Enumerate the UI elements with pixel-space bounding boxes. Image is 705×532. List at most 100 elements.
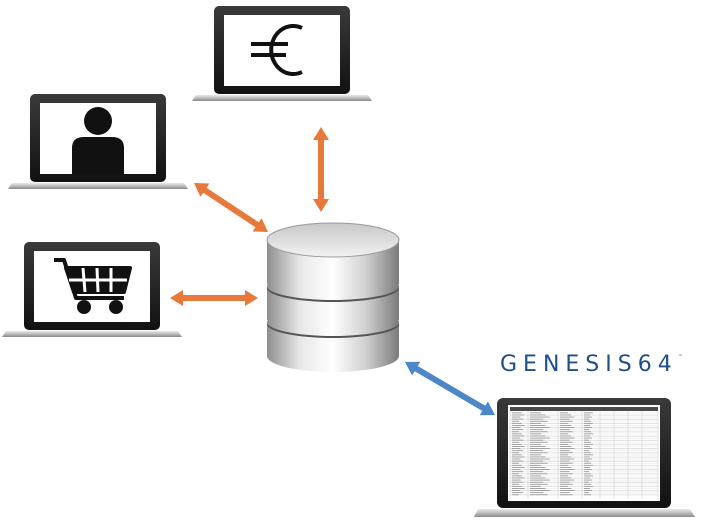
spreadsheet-cell-mark <box>584 467 590 468</box>
laptop-base <box>474 509 695 517</box>
spreadsheet-cell-mark <box>530 471 544 473</box>
spreadsheet-cell-mark <box>560 454 568 456</box>
person-icon <box>72 107 124 174</box>
spreadsheet-cell-mark <box>512 452 519 454</box>
spreadsheet-cell-mark <box>560 490 575 491</box>
spreadsheet-cell-mark <box>512 425 525 426</box>
spreadsheet-cell-mark <box>584 437 592 439</box>
spreadsheet-cell-mark <box>530 425 546 426</box>
spreadsheet-cell-mark <box>584 431 591 433</box>
spreadsheet-cell-mark <box>530 488 546 489</box>
spreadsheet-cell-mark <box>584 427 592 428</box>
spreadsheet-cell-mark <box>560 475 568 477</box>
spreadsheet-cell-mark <box>584 448 592 449</box>
spreadsheet-cell-mark <box>530 452 548 454</box>
spreadsheet-cell-mark <box>512 485 522 487</box>
spreadsheet-cell-mark <box>584 462 591 464</box>
spreadsheet-cell-mark <box>584 441 591 443</box>
spreadsheet-cell-mark <box>530 467 546 468</box>
spreadsheet-cell-mark <box>584 473 591 475</box>
laptop-cart <box>2 242 182 337</box>
spreadsheet-cell-mark <box>530 475 541 477</box>
spreadsheet-cell-mark <box>584 452 591 454</box>
spreadsheet-cell-mark <box>512 481 524 483</box>
spreadsheet-cell-mark <box>584 471 589 473</box>
spreadsheet-header <box>510 407 658 411</box>
spreadsheet-cell-mark <box>512 446 525 447</box>
spreadsheet-cell-mark <box>584 418 589 420</box>
spreadsheet-cell-mark <box>584 481 589 483</box>
spreadsheet-cell-mark <box>530 464 541 466</box>
spreadsheet-cell-mark <box>584 483 591 485</box>
spreadsheet-cell-mark <box>584 450 589 452</box>
spreadsheet-cell-mark <box>530 435 546 437</box>
spreadsheet-cell-mark <box>560 452 573 454</box>
spreadsheet-cell-mark <box>584 494 591 496</box>
spreadsheet-cell-mark <box>512 494 519 496</box>
spreadsheet-cell-mark <box>560 443 568 445</box>
spreadsheet-cell-mark <box>584 477 590 479</box>
spreadsheet-cell-mark <box>512 475 522 477</box>
spreadsheet-cell-mark <box>584 443 593 445</box>
spreadsheet-cell-mark <box>560 481 570 483</box>
spreadsheet-cell-mark <box>584 458 592 460</box>
spreadsheet-cell-mark <box>512 454 522 456</box>
spreadsheet-cell-mark <box>530 460 544 462</box>
laptop-spreadsheet <box>474 398 695 517</box>
spreadsheet-cell-mark <box>560 431 573 433</box>
spreadsheet-cell-mark <box>512 422 522 424</box>
spreadsheet-cell-mark <box>530 448 550 449</box>
spreadsheet-cell-mark <box>530 443 541 445</box>
spreadsheet-cell-mark <box>530 420 548 422</box>
spreadsheet-cell-mark <box>530 479 550 481</box>
spreadsheet-cell-mark <box>512 469 521 470</box>
spreadsheet-cell-mark <box>512 460 524 462</box>
spreadsheet-cell-mark <box>530 454 541 456</box>
spreadsheet-cell-mark <box>584 469 592 470</box>
spreadsheet-cell-mark <box>512 462 519 464</box>
database-icon <box>266 222 400 372</box>
spreadsheet-cell-mark <box>512 471 524 473</box>
spreadsheet-cell-mark <box>530 427 550 428</box>
spreadsheet-cell-mark <box>512 488 525 489</box>
spreadsheet-cell-mark <box>530 494 548 496</box>
spreadsheet-cell-mark <box>584 490 592 491</box>
spreadsheet-cell-mark <box>530 462 548 464</box>
spreadsheet-cell-mark <box>560 448 575 449</box>
brand-name: GENESIS64 <box>500 352 678 377</box>
spreadsheet-cell-mark <box>530 458 550 460</box>
spreadsheet-cell-mark <box>512 435 525 437</box>
spreadsheet-cell-mark <box>560 467 572 468</box>
spreadsheet-cell-mark <box>512 420 519 422</box>
spreadsheet-cell-mark <box>512 450 524 452</box>
spreadsheet-cell-mark <box>512 448 521 449</box>
spreadsheet-cell-mark <box>584 485 593 487</box>
spreadsheet-cell-mark <box>560 450 570 452</box>
spreadsheet-cell-mark <box>560 488 572 489</box>
spreadsheet-cell-mark <box>584 488 590 489</box>
spreadsheet-cell-mark <box>512 439 524 441</box>
arrows <box>170 127 495 416</box>
spreadsheet-cell-mark <box>530 422 541 424</box>
spreadsheet-cell-mark <box>560 427 575 428</box>
arrow-person-database <box>194 183 268 232</box>
spreadsheet-cell-mark <box>560 425 572 426</box>
spreadsheet-cell-mark <box>530 437 550 439</box>
spreadsheet-cell-mark <box>512 416 521 418</box>
spreadsheet-cell-mark <box>560 456 572 458</box>
spreadsheet-cell-mark <box>584 464 593 466</box>
spreadsheet-cell-mark <box>530 450 544 452</box>
spreadsheet-cell-mark <box>560 420 573 422</box>
spreadsheet-cell-mark <box>560 414 572 416</box>
spreadsheet-cell-mark <box>530 439 544 441</box>
spreadsheet-cell-mark <box>530 483 548 485</box>
spreadsheet-cell-mark <box>584 420 591 422</box>
spreadsheet-cell-mark <box>560 458 575 460</box>
spreadsheet-cell-mark <box>512 433 522 435</box>
spreadsheet-cell-mark <box>560 433 568 435</box>
spreadsheet-cell-mark <box>512 437 521 439</box>
spreadsheet-cell-mark <box>560 412 568 414</box>
spreadsheet-cell-mark <box>584 416 592 418</box>
laptop-person <box>8 94 188 189</box>
spreadsheet-cell-mark <box>584 475 593 477</box>
